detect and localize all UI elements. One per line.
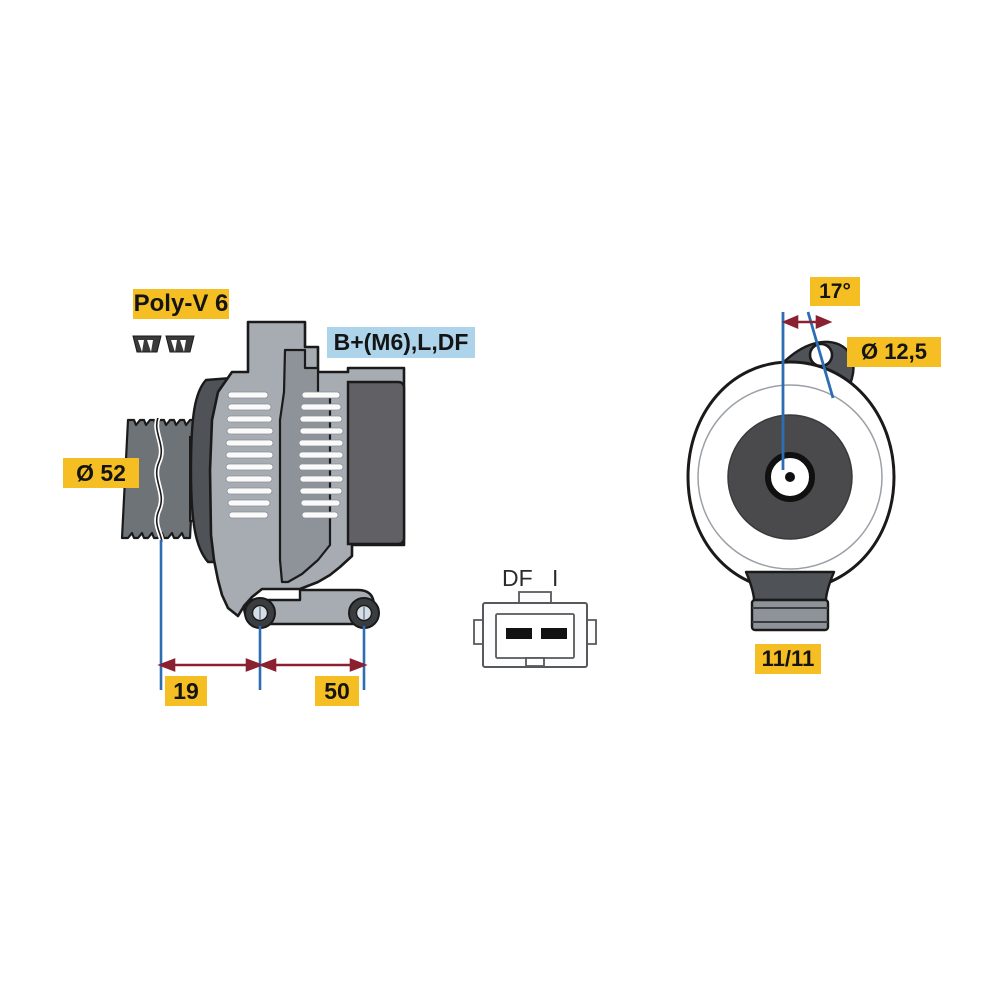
label-angle: 17° — [810, 277, 860, 306]
connector-label-i: I — [552, 565, 559, 591]
cooling-fins-front — [225, 391, 274, 519]
label-poly-v: Poly-V 6 — [133, 289, 229, 319]
dimension-line-angle — [781, 315, 833, 329]
shell-inner-edge — [697, 384, 883, 570]
mounting-ear-right — [348, 597, 380, 629]
foot-pad — [750, 598, 830, 632]
side-elevation-view — [120, 320, 406, 690]
bottom-foot — [744, 570, 836, 602]
label-foot: 11/11 — [755, 644, 821, 674]
label-dim-50: 50 — [315, 676, 359, 706]
rear-cover — [346, 380, 406, 546]
hub-collar-ring — [765, 452, 815, 502]
connector-pin-i — [541, 628, 567, 639]
mounting-ear-left — [244, 597, 276, 629]
label-pulley-diameter: Ø 52 — [63, 458, 139, 488]
label-dim-19: 19 — [165, 676, 207, 706]
center-bore — [785, 472, 795, 482]
angle-reference-lines — [781, 311, 835, 470]
end-elevation-view — [686, 311, 896, 632]
connector-label-df: DF — [502, 565, 533, 591]
label-bolt-diameter: Ø 12,5 — [847, 337, 941, 367]
label-terminals: B+(M6),L,DF — [327, 327, 475, 358]
connector-pin-df — [506, 628, 532, 639]
cooling-fins-rear — [298, 391, 344, 519]
dimension-line-50 — [258, 658, 368, 672]
poly-v-belt-profile-icon — [132, 335, 195, 353]
dimension-line-19 — [157, 658, 264, 672]
connector-detail-view — [473, 591, 597, 668]
